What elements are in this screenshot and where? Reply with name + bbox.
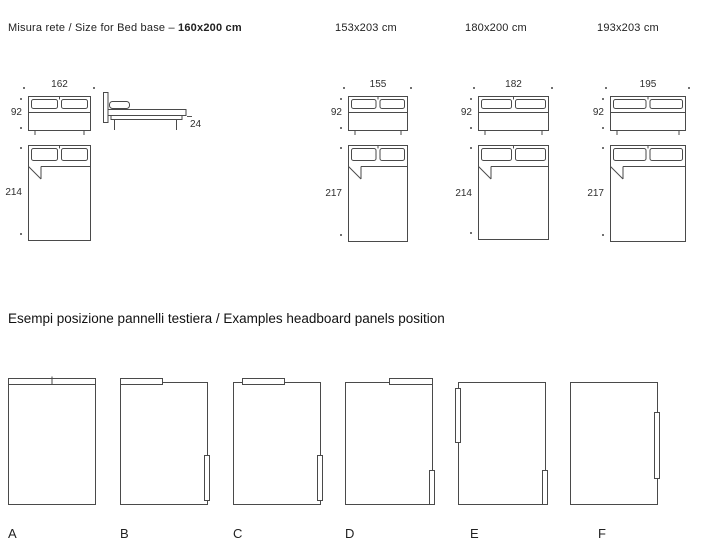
dim-dot xyxy=(602,234,604,236)
headboard-example-d xyxy=(345,378,435,505)
bed-top-view-2 xyxy=(348,145,408,242)
example-label-a: A xyxy=(8,526,17,541)
section-title: Esempi posizione pannelli testiera / Exa… xyxy=(8,311,445,326)
dim-length-4: 217 xyxy=(587,188,604,199)
dim-height-1: 92 xyxy=(10,107,22,118)
bed-front-view-4 xyxy=(610,96,686,135)
example-label-c: C xyxy=(233,526,243,541)
bed-top-view-1 xyxy=(28,145,91,241)
example-label-b: B xyxy=(120,526,129,541)
dim-width-2: 155 xyxy=(369,79,387,90)
dim-dot xyxy=(551,87,553,89)
headboard-example-a xyxy=(8,376,96,505)
size-label-153x203: 153x203 cm xyxy=(335,22,397,34)
main-size-label: Misura rete / Size for Bed base – 160x20… xyxy=(8,22,242,34)
dim-base-height: 24 xyxy=(190,119,202,130)
dim-dot xyxy=(340,147,342,149)
dim-height-3: 92 xyxy=(460,107,472,118)
example-label-d: D xyxy=(345,526,355,541)
dim-dot xyxy=(473,87,475,89)
dim-width-1: 162 xyxy=(51,79,68,90)
dim-dot xyxy=(340,234,342,236)
headboard-example-e xyxy=(455,382,548,505)
dim-dot xyxy=(20,127,22,129)
main-size-label-prefix: Misura rete / Size for Bed base – xyxy=(8,22,179,34)
dim-width-4: 195 xyxy=(639,79,657,90)
dim-dot xyxy=(602,127,604,129)
dim-dot xyxy=(93,87,95,89)
example-label-e: E xyxy=(470,526,479,541)
headboard-example-b xyxy=(120,378,210,505)
dim-dot xyxy=(470,147,472,149)
size-label-193x203: 193x203 cm xyxy=(597,22,659,34)
bed-front-view-1 xyxy=(28,96,91,135)
dim-dot xyxy=(602,98,604,100)
dim-dot xyxy=(20,98,22,100)
dim-dot xyxy=(340,98,342,100)
dim-length-2: 217 xyxy=(325,188,342,199)
dim-height-4: 92 xyxy=(592,107,604,118)
headboard-example-c xyxy=(233,378,323,505)
dim-dot xyxy=(605,87,607,89)
dim-dot xyxy=(470,232,472,234)
dim-tick xyxy=(187,116,192,117)
bed-top-view-3 xyxy=(478,145,549,240)
dim-dot xyxy=(410,87,412,89)
dim-dot xyxy=(340,127,342,129)
main-size-label-value: 160x200 cm xyxy=(178,22,242,34)
dim-dot xyxy=(20,233,22,235)
bed-top-view-4 xyxy=(610,145,686,242)
dim-dot xyxy=(23,87,25,89)
dim-length-3: 214 xyxy=(455,188,472,199)
dim-dot xyxy=(470,127,472,129)
dim-dot xyxy=(470,98,472,100)
dim-dot xyxy=(343,87,345,89)
dim-height-2: 92 xyxy=(330,107,342,118)
dim-dot xyxy=(20,147,22,149)
bed-front-view-3 xyxy=(478,96,549,135)
dim-width-3: 182 xyxy=(505,79,522,90)
size-label-180x200: 180x200 cm xyxy=(465,22,527,34)
bed-front-view-2 xyxy=(348,96,408,135)
dim-dot xyxy=(688,87,690,89)
dim-dot xyxy=(602,147,604,149)
bed-side-view xyxy=(103,92,187,130)
dim-length-1: 214 xyxy=(5,187,22,198)
headboard-example-f xyxy=(570,382,660,505)
example-label-f: F xyxy=(598,526,606,541)
